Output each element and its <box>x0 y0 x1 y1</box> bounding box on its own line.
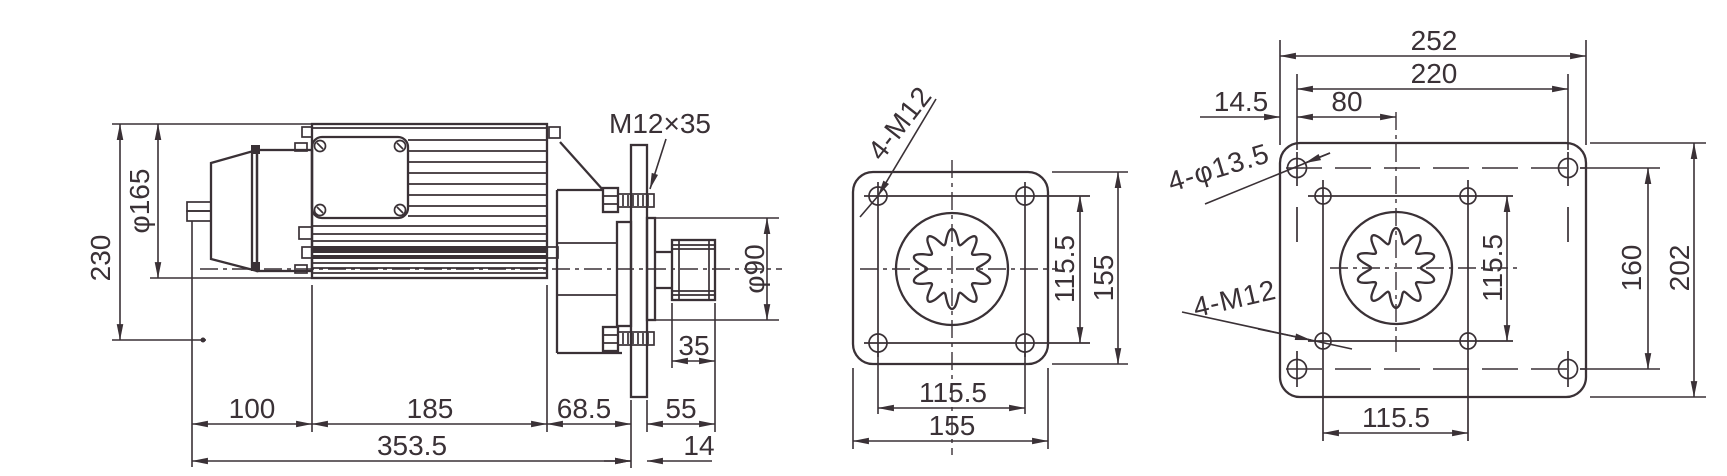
flange-face <box>851 170 1050 366</box>
dim-hole-pitch-horizontal: 115.5 <box>919 377 987 408</box>
dim-motor-diameter: φ165 <box>124 169 155 234</box>
dim-spline-length: 35 <box>678 330 709 361</box>
spline-bore <box>1356 226 1436 310</box>
terminal-box <box>310 135 410 220</box>
dim-body-length: 185 <box>407 393 454 424</box>
corner-holes <box>1286 157 1579 380</box>
dim-size-vertical: 155 <box>1088 255 1119 302</box>
dim-inner-pitch-horizontal: 115.5 <box>1362 402 1430 433</box>
dim-rear-length: 100 <box>229 393 276 424</box>
dim-plate-thickness: 14 <box>683 430 714 461</box>
dim-size-horizontal: 155 <box>929 410 976 441</box>
bolt-spec-leader <box>649 138 667 190</box>
dim-inner-pitch-vertical: 115.5 <box>1477 234 1508 302</box>
pilot-circle <box>894 211 1010 327</box>
flange-bolt-top <box>601 186 655 214</box>
side-dimensions: 230 φ165 100 185 68.5 55 353.5 14 35 φ90 <box>85 108 779 468</box>
dim-shaft-length: 55 <box>665 393 696 424</box>
pilot-circle <box>1338 210 1454 326</box>
inner-bolt-holes <box>1314 187 1477 350</box>
brake-housing <box>255 148 314 273</box>
mounting-plate-view: 252 220 14.5 80 115.5 160 202 115.5 4-φ1… <box>1164 25 1706 441</box>
label-flange-bolt-holes: 4-M12 <box>862 80 938 166</box>
mounting-plate-face <box>1278 141 1588 399</box>
pilot-boss <box>645 216 657 322</box>
splined-coupling <box>670 238 717 302</box>
side-view: 230 φ165 100 185 68.5 55 353.5 14 35 φ90 <box>85 108 782 468</box>
dim-overall-width: 252 <box>1411 25 1458 56</box>
cable-gland <box>186 201 212 212</box>
label-inner-holes: 4-M12 <box>1190 274 1279 323</box>
dim-edge-to-hole: 14.5 <box>1214 86 1269 117</box>
dim-gearbox-length: 68.5 <box>557 393 612 424</box>
label-bolt-spec: M12×35 <box>609 108 711 139</box>
plate-dimensions: 252 220 14.5 80 115.5 160 202 115.5 4-φ1… <box>1164 25 1706 437</box>
rear-cover <box>209 148 259 273</box>
motor-body <box>310 122 549 280</box>
dim-hole-pitch-vertical: 115.5 <box>1049 235 1080 303</box>
mounting-plate-edge <box>629 143 649 399</box>
flange-bolt-bottom <box>601 325 655 353</box>
gearbox-housing <box>555 141 633 355</box>
output-flange-disc <box>615 220 633 328</box>
label-corner-holes: 4-φ13.5 <box>1164 137 1273 197</box>
flange-dimensions: 115.5 155 115.5 155 4-M12 <box>852 80 1128 449</box>
cooling-fins <box>408 139 547 217</box>
dim-total-height: 230 <box>85 235 116 282</box>
dim-corner-pitch-vertical: 160 <box>1616 245 1647 292</box>
dim-overall-height: 202 <box>1664 245 1695 292</box>
output-shaft <box>655 250 672 290</box>
dim-corner-hole-span: 220 <box>1411 58 1458 89</box>
terminal-box-screws <box>313 139 407 217</box>
flange-view: 115.5 155 115.5 155 4-M12 <box>851 80 1128 455</box>
dim-coupling-diameter: φ90 <box>739 244 770 293</box>
dim-total-length: 353.5 <box>377 430 447 461</box>
dim-hole-to-center: 80 <box>1331 86 1362 117</box>
spline-bore <box>912 227 992 311</box>
